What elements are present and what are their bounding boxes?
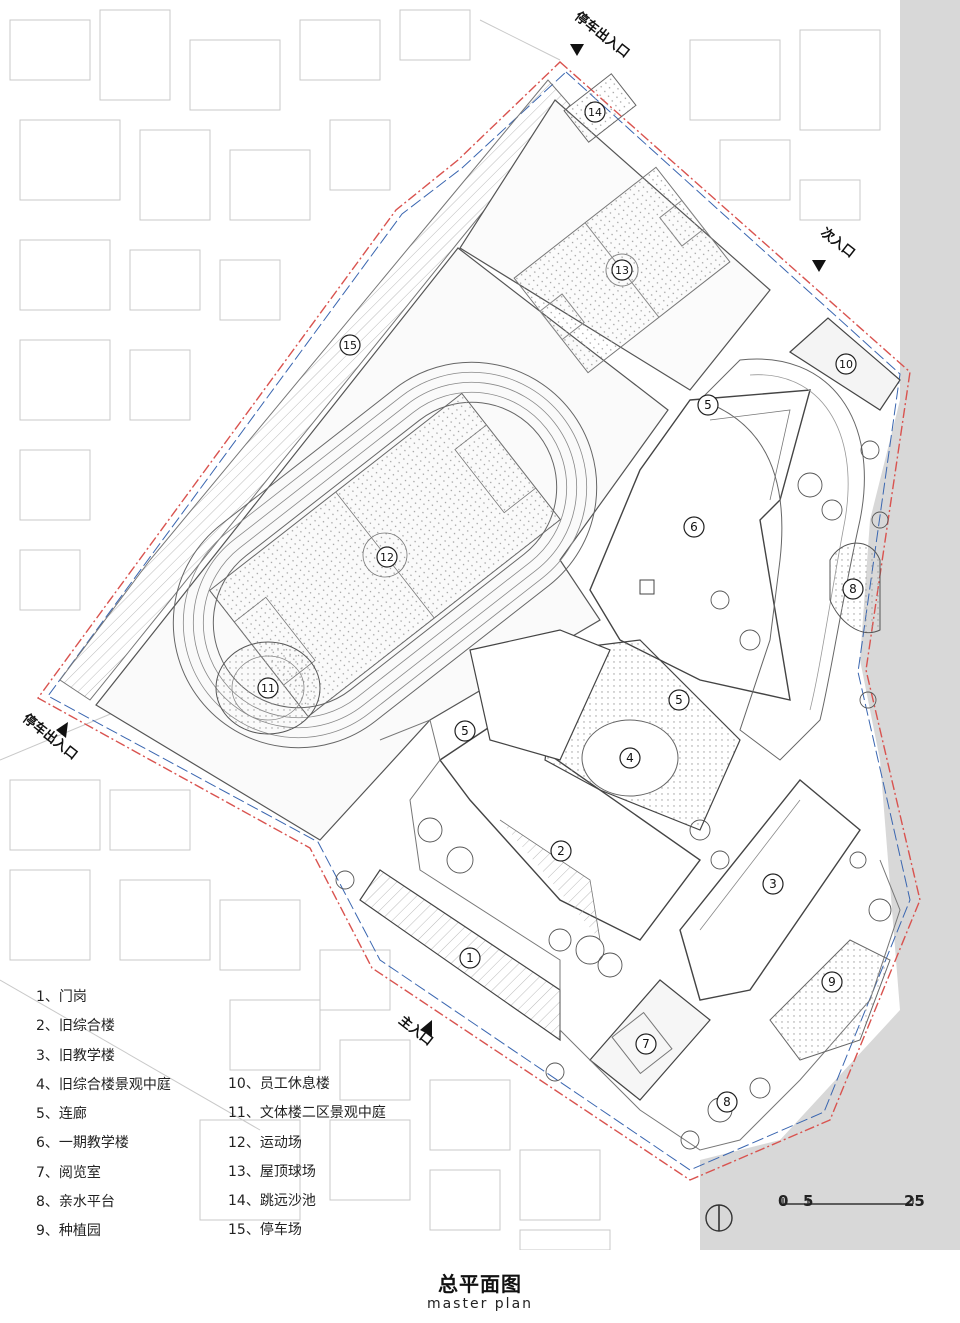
site-boundary-blue	[47, 71, 911, 1171]
svg-text:10: 10	[839, 358, 853, 371]
legend-item: 2、旧综合楼	[36, 1018, 115, 1035]
svg-text:4: 4	[626, 751, 634, 765]
legend-item: 1、门岗	[36, 989, 87, 1005]
marker-2: 2	[550, 840, 572, 862]
legend-item: 11、文体楼二区景观中庭	[228, 1105, 386, 1122]
marker-5-a: 5	[697, 394, 719, 416]
scale-label-0: 0	[778, 1192, 789, 1210]
svg-text:5: 5	[675, 693, 683, 707]
building-6	[589, 389, 811, 701]
legend-item: 10、员工休息楼	[228, 1076, 330, 1092]
marker-4: 4	[619, 747, 641, 769]
parking-left-entrance-arrow	[56, 722, 68, 738]
svg-text:8: 8	[723, 1095, 731, 1109]
marker-12: 12	[376, 546, 398, 568]
scale-label-25: 25	[904, 1192, 925, 1210]
legend-item: 9、种植园	[36, 1223, 101, 1240]
marker-8-a: 8	[842, 578, 864, 600]
legend-item: 3、旧教学楼	[36, 1047, 115, 1064]
svg-text:6: 6	[690, 520, 698, 534]
svg-text:9: 9	[828, 975, 836, 989]
legend-left: 1、门岗 2、旧综合楼 3、旧教学楼 4、旧综合楼景观中庭 5、连廊 6、一期教…	[36, 990, 171, 1254]
svg-text:1: 1	[466, 951, 474, 965]
main-entrance-arrow	[420, 1020, 432, 1036]
marker-8-b: 8	[716, 1091, 738, 1113]
legend-item: 13、屋顶球场	[228, 1163, 316, 1180]
parking-top-entrance-arrow	[570, 44, 584, 56]
north-arrow	[705, 1204, 733, 1232]
svg-text:5: 5	[461, 724, 469, 738]
trees	[335, 440, 892, 1150]
legend-item: 14、跳远沙池	[228, 1193, 316, 1210]
parking-top-entrance-label: 停车出入口	[572, 9, 633, 62]
svg-text:2: 2	[557, 844, 565, 858]
markers: 1 2 3 4 5 5 5 6 7 8 8 9 10 11 12 13 14 1…	[257, 101, 864, 1113]
marker-10: 10	[835, 353, 857, 375]
marker-3: 3	[762, 873, 784, 895]
building-west-wing	[469, 629, 611, 761]
marker-5-c: 5	[454, 720, 476, 742]
legend-item: 8、亲水平台	[36, 1194, 115, 1211]
scale-label-5: 5	[803, 1192, 814, 1210]
svg-text:5: 5	[704, 398, 712, 412]
parking-left-entrance-label: 停车出入口	[20, 711, 81, 764]
svg-text:7: 7	[642, 1037, 650, 1051]
legend-item: 4、旧综合楼景观中庭	[36, 1076, 171, 1093]
svg-text:15: 15	[343, 339, 357, 352]
legend-item: 12、运动场	[228, 1134, 302, 1151]
marker-15: 15	[339, 334, 361, 356]
svg-text:13: 13	[615, 264, 629, 277]
secondary-entrance-arrow	[812, 260, 826, 272]
legend-item: 7、阅览室	[36, 1164, 101, 1181]
secondary-entrance-label: 次入口	[818, 225, 859, 262]
svg-text:14: 14	[588, 106, 602, 119]
east-track	[699, 358, 865, 761]
svg-text:11: 11	[261, 682, 275, 695]
marker-1: 1	[459, 947, 481, 969]
legend-item: 15、停车场	[228, 1222, 302, 1239]
site-plan-drawing: 停车出入口 次入口 停车出入口 主入口 1 2 3 4 5 5 5 6 7 8 …	[0, 0, 960, 1250]
scale-bar	[782, 1198, 914, 1205]
svg-text:8: 8	[849, 582, 857, 596]
legend-item: 5、连廊	[36, 1106, 87, 1123]
legend-right: 10、员工休息楼 11、文体楼二区景观中庭 12、运动场 13、屋顶球场 14、…	[228, 1077, 386, 1253]
site-boundary-red	[36, 61, 921, 1181]
marker-5-b: 5	[668, 689, 690, 711]
context-buildings	[0, 9, 881, 1250]
marker-14: 14	[584, 101, 606, 123]
marker-11: 11	[257, 677, 279, 699]
marker-13: 13	[611, 259, 633, 281]
marker-7: 7	[635, 1033, 657, 1055]
garden-9	[769, 939, 891, 1061]
svg-text:3: 3	[769, 877, 777, 891]
svg-text:12: 12	[380, 551, 394, 564]
page-subtitle: master plan	[426, 1296, 534, 1312]
marker-9: 9	[821, 971, 843, 993]
legend-item: 6、一期教学楼	[36, 1135, 129, 1152]
marker-6: 6	[683, 516, 705, 538]
page-title: 总平面图	[438, 1272, 522, 1296]
